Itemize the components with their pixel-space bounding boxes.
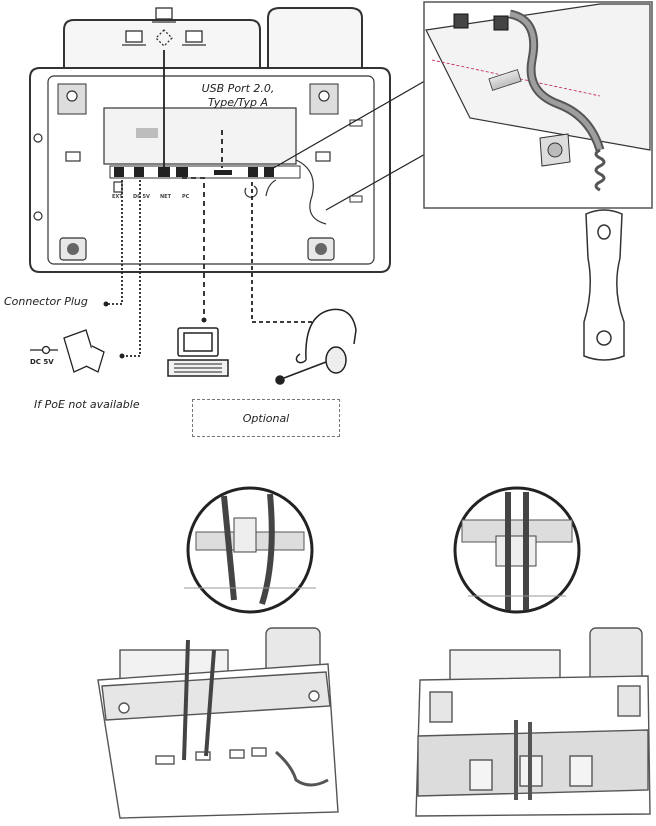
power-spec-label: DC 5V <box>30 358 54 366</box>
usb-port-label: USB Port 2.0, Type/Typ A <box>178 82 298 110</box>
handset-icon <box>583 209 625 361</box>
power-dot <box>119 353 125 359</box>
pc-dot <box>201 317 207 323</box>
phone-back-left <box>97 627 339 819</box>
poe-note-label: If PoE not available <box>34 398 140 411</box>
port-label-net: NET <box>160 194 172 200</box>
zoom-inset <box>423 1 653 209</box>
headset-line <box>251 182 328 323</box>
port-label-dc: DC 5V <box>133 194 150 200</box>
port-label-ext: EXT <box>112 194 123 200</box>
headset-icon <box>275 308 357 385</box>
pc-line <box>182 177 205 320</box>
usb-port-line2: Type/Typ A <box>207 96 268 109</box>
ext-port-icon <box>113 181 123 193</box>
phone-back-panel <box>29 7 391 273</box>
connector-dot <box>103 301 109 307</box>
zoom-circle-right <box>453 486 581 614</box>
power-adapter-icon <box>30 329 105 373</box>
network-icon <box>122 7 206 47</box>
phone-back-right <box>415 627 651 817</box>
optional-box: Optional <box>192 399 340 437</box>
computer-icon <box>167 327 229 377</box>
power-line <box>122 180 141 357</box>
handset-port-icon <box>265 179 277 197</box>
zoom-circle-left <box>184 486 316 614</box>
optional-label: Optional <box>242 411 290 425</box>
connector-plug-label: Connector Plug <box>4 295 88 308</box>
connector-plug-line <box>106 180 123 305</box>
port-label-pc: PC <box>182 194 190 200</box>
coiled-cord <box>594 148 606 192</box>
usb-port-line1: USB Port 2.0, <box>201 82 275 95</box>
